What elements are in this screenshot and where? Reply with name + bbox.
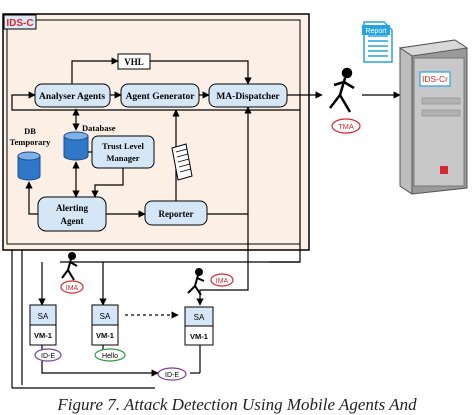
analyser-agents-label: Analyser Agents bbox=[39, 92, 105, 102]
alerting-agent-label-line2: Agent bbox=[61, 216, 84, 226]
db-temporary-label-line2: Temporary bbox=[10, 137, 52, 147]
id-e-badge-bottom: ID-E bbox=[157, 367, 187, 381]
vm-label-right: VM-1 bbox=[190, 332, 208, 341]
tma-label: TMA bbox=[338, 122, 354, 131]
agent-generator-label: Agent Generator bbox=[126, 92, 196, 102]
analyser-agents-box: Analyser Agents bbox=[34, 83, 111, 108]
ids-c-label: IDS-C bbox=[6, 18, 33, 29]
tma-oval: TMA bbox=[331, 118, 361, 134]
ma-dispatcher-label: MA-Dispatcher bbox=[216, 92, 280, 102]
trust-level-label-line2: Manager bbox=[106, 153, 139, 163]
ima-walker-right-icon bbox=[187, 268, 205, 296]
ids-cr-label: IDS-Cr bbox=[422, 74, 448, 84]
vm-label-left: VM-1 bbox=[34, 331, 52, 340]
trust-level-label-line1: Trust Level bbox=[102, 141, 144, 151]
ids-c-label-box bbox=[3, 14, 37, 30]
db-temporary-label-line1: DB bbox=[24, 126, 36, 136]
node-vm-middle: SA VM-1 bbox=[91, 304, 119, 346]
id-e-label-bottom: ID-E bbox=[165, 372, 179, 379]
top-clip-area bbox=[300, 0, 380, 3]
vm-label-middle: VM-1 bbox=[96, 331, 114, 340]
report-scroll-icon bbox=[171, 143, 193, 181]
ids-cr-server: IDS-Cr bbox=[398, 39, 469, 195]
server-indicator bbox=[440, 166, 448, 174]
report-label: Report bbox=[365, 28, 386, 35]
alerting-agent-box: Alerting Agent bbox=[37, 196, 107, 232]
ima-oval-left: IMA bbox=[60, 280, 84, 294]
ima-oval-right: IMA bbox=[210, 273, 234, 287]
database-cylinder: Database bbox=[63, 123, 116, 161]
node-links bbox=[38, 262, 249, 374]
ima-label-left: IMA bbox=[66, 285, 79, 292]
sa-label-left: SA bbox=[38, 312, 49, 321]
ima-label-right: IMA bbox=[216, 278, 229, 285]
figure-caption: Figure 7. Attack Detection Using Mobile … bbox=[57, 395, 417, 414]
tma-walker-icon bbox=[329, 67, 355, 113]
ima-walker-left-icon bbox=[61, 252, 78, 281]
node-vm-right: SA VM-1 bbox=[184, 306, 214, 346]
external-connections bbox=[11, 91, 401, 389]
hello-badge: Hello bbox=[94, 348, 126, 362]
ma-dispatcher-box: MA-Dispatcher bbox=[208, 83, 288, 108]
id-e-badge-left: ID-E bbox=[34, 348, 62, 362]
vhl-label: VHL bbox=[124, 57, 144, 67]
sa-label-right: SA bbox=[194, 313, 205, 322]
node-vm-left: SA VM-1 bbox=[29, 304, 57, 346]
db-temporary-cylinder: DB Temporary bbox=[10, 126, 52, 181]
reporter-box: Reporter bbox=[144, 200, 208, 226]
sa-label-middle: SA bbox=[100, 312, 111, 321]
id-e-label-left: ID-E bbox=[41, 353, 55, 360]
hello-label: Hello bbox=[102, 353, 118, 360]
trust-level-manager-box: Trust Level Manager bbox=[91, 135, 155, 169]
report-document-icon: Report bbox=[362, 21, 393, 63]
reporter-label: Reporter bbox=[159, 209, 194, 219]
bottom-return-links bbox=[41, 361, 159, 377]
agent-generator-box: Agent Generator bbox=[120, 83, 200, 108]
database-label: Database bbox=[82, 123, 116, 133]
alerting-agent-label-line1: Alerting bbox=[56, 203, 88, 213]
vhl-box: VHL bbox=[117, 53, 151, 70]
